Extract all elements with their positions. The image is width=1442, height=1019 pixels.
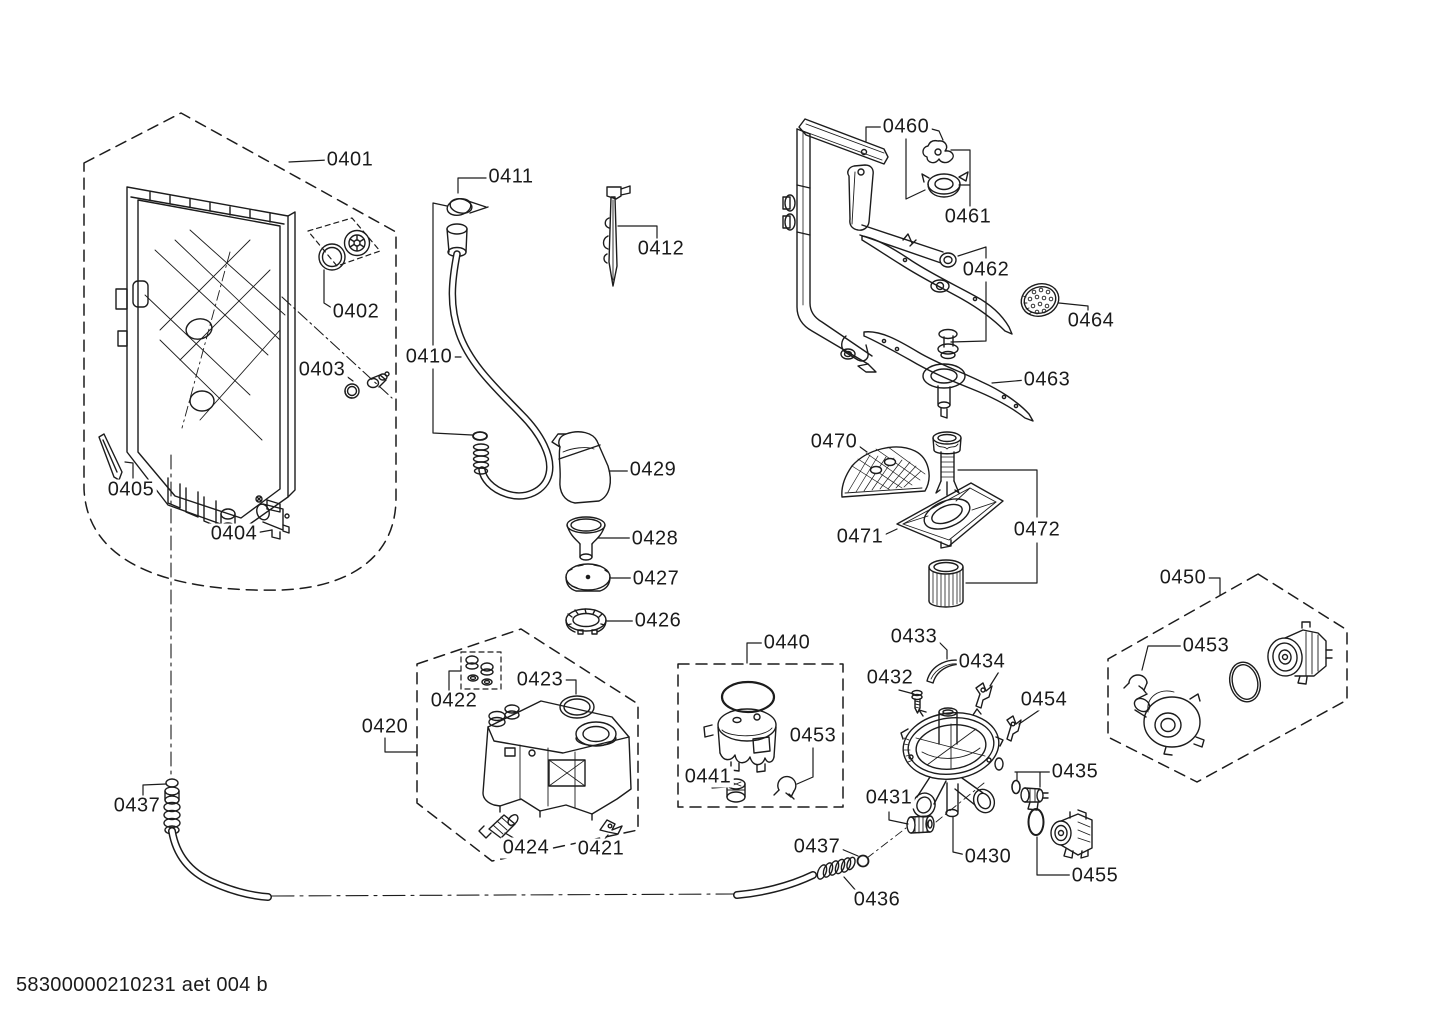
- seal-rings-0402: [318, 229, 371, 271]
- group-box-0401: [83, 112, 397, 591]
- part-label-0470: 0470: [808, 430, 860, 453]
- part-label-0426: 0426: [632, 609, 684, 632]
- part-label-0423: 0423: [514, 668, 566, 691]
- funnel-0428: [566, 516, 606, 561]
- part-label-0435: 0435: [1049, 760, 1101, 783]
- mesh-filter-0470: [841, 446, 930, 498]
- pump-0455: [1027, 808, 1093, 859]
- o-ring-0450: [1228, 661, 1262, 703]
- cap-set-0422: [465, 655, 494, 686]
- clip-0434: [975, 682, 993, 709]
- part-label-0455: 0455: [1069, 864, 1121, 887]
- fitting-0431: [906, 815, 935, 834]
- flat-filter-0471: [896, 482, 1004, 549]
- part-label-0431: 0431: [863, 786, 915, 809]
- part-label-0453: 0453: [787, 724, 839, 747]
- fittings-0403: [344, 371, 390, 399]
- center-lines: [170, 296, 985, 897]
- part-label-0433: 0433: [888, 625, 940, 648]
- part-label-0430: 0430: [962, 845, 1014, 868]
- part-label-0472: 0472: [1011, 518, 1063, 541]
- part-label-0410: 0410: [403, 345, 455, 368]
- part-label-0464: 0464: [1065, 309, 1117, 332]
- filter-disc-0464: [1020, 282, 1060, 318]
- bracket-0412: [602, 185, 631, 287]
- part-label-0440: 0440: [761, 631, 813, 654]
- clip-0421: [599, 819, 623, 835]
- part-label-0454: 0454: [1018, 688, 1070, 711]
- jug-0429: [551, 431, 611, 504]
- part-label-0460: 0460: [880, 115, 932, 138]
- part-label-0427: 0427: [630, 567, 682, 590]
- o-ring-0423: [559, 695, 595, 719]
- part-label-0428: 0428: [629, 527, 681, 550]
- part-label-0462: 0462: [960, 258, 1012, 281]
- water-softener-0420: [482, 700, 632, 821]
- frame-0460: [782, 118, 957, 373]
- blade-0405: [98, 433, 123, 481]
- part-label-0411: 0411: [486, 165, 536, 188]
- motor-0450: [1267, 621, 1333, 685]
- clip-0454: [1006, 715, 1022, 742]
- pump-head-0440: [703, 680, 777, 773]
- part-label-0463: 0463: [1021, 368, 1073, 391]
- spray-arm-0462: [861, 235, 1013, 360]
- pump-housing-0450: [1133, 690, 1205, 756]
- fastener-set-0461: [921, 139, 969, 198]
- part-label-0434: 0434: [956, 650, 1008, 673]
- part-label-0420: 0420: [359, 715, 411, 738]
- part-label-0429: 0429: [627, 458, 679, 481]
- group-box-0450: [1107, 573, 1348, 783]
- part-label-0403: 0403: [296, 358, 348, 381]
- hose-0436-right: [733, 854, 870, 899]
- hose-0410: [446, 223, 554, 500]
- part-label-0461: 0461: [942, 205, 994, 228]
- hose-clamp-0411: [446, 198, 489, 216]
- valve-0424: [478, 814, 519, 839]
- part-label-0471: 0471: [834, 525, 886, 548]
- part-label-0412: 0412: [635, 237, 687, 260]
- part-label-0437-2: 0437: [791, 835, 843, 858]
- part-label-0402: 0402: [330, 300, 382, 323]
- part-label-0404: 0404: [208, 522, 260, 545]
- strainer-top-0472: [932, 431, 962, 496]
- ring-0426: [565, 608, 607, 635]
- part-label-0421: 0421: [575, 837, 627, 860]
- part-label-0441: 0441: [682, 765, 734, 788]
- sump-0430: [900, 707, 1004, 818]
- seal-set-box-0402: [307, 217, 381, 267]
- part-label-0437: 0437: [111, 794, 163, 817]
- part-label-0436: 0436: [851, 888, 903, 911]
- valve-0435: [1011, 779, 1049, 811]
- spray-arm-0463: [840, 331, 1034, 422]
- part-label-0422: 0422: [428, 689, 480, 712]
- doc-code: 58300000210231 aet 004 b: [16, 974, 268, 996]
- group-box-0440: [677, 663, 844, 808]
- valve-0404: [255, 495, 290, 540]
- screw-0432: [911, 689, 923, 714]
- cap-0427: [565, 563, 611, 592]
- hose-0437-left: [163, 778, 272, 901]
- clamp-0453-b: [1123, 674, 1148, 694]
- part-label-0405: 0405: [105, 478, 157, 501]
- part-label-0453-2: 0453: [1180, 634, 1232, 657]
- part-label-0401: 0401: [324, 148, 376, 171]
- micro-filter-0472: [928, 559, 964, 608]
- part-label-0432: 0432: [864, 666, 916, 689]
- part-label-0424: 0424: [500, 836, 552, 859]
- clamp-0453-a: [773, 775, 797, 800]
- part-label-0450: 0450: [1157, 566, 1209, 589]
- group-box-0420: [416, 628, 639, 862]
